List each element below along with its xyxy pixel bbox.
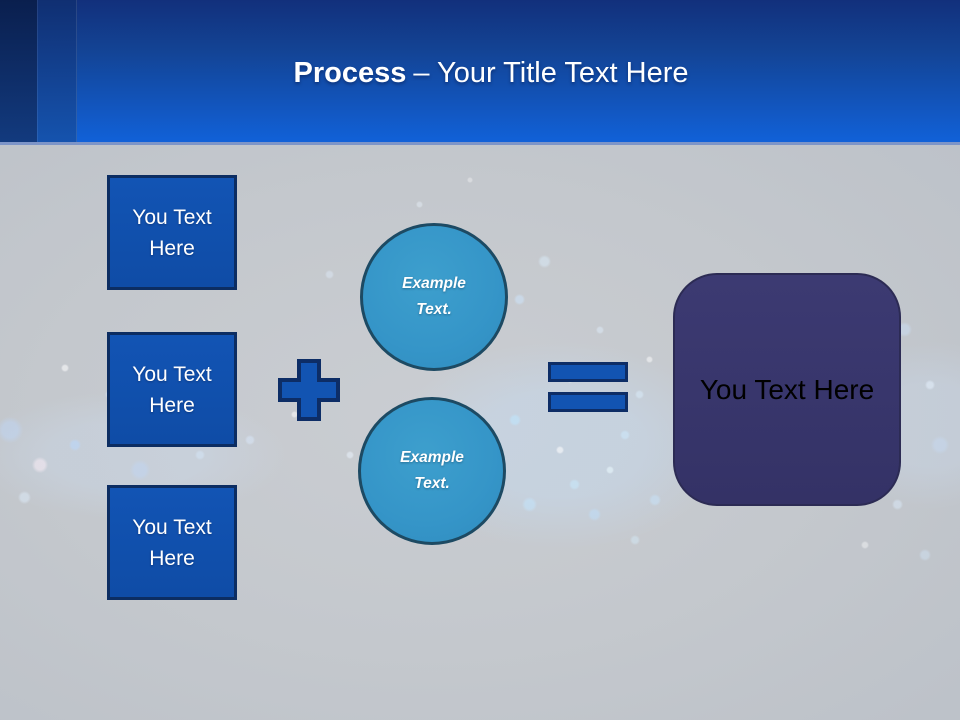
slide-title: Process– Your Title Text Here — [0, 57, 960, 90]
equals-bar-top — [548, 362, 628, 382]
example-circle-2-line2: Text. — [414, 475, 450, 492]
example-circle-1: Example Text. — [360, 223, 508, 371]
input-box-2: You Text Here — [107, 332, 237, 447]
equals-bar-bottom — [548, 392, 628, 412]
slide-title-subtitle: – Your Title Text Here — [413, 57, 689, 89]
plus-icon — [278, 359, 340, 421]
input-box-1: You Text Here — [107, 175, 237, 290]
input-box-3-label: You Text Here — [132, 515, 212, 570]
slide-title-keyword: Process — [293, 57, 407, 89]
example-circle-1-line2: Text. — [416, 301, 452, 318]
result-box: You Text Here — [673, 273, 901, 506]
equals-icon — [548, 362, 628, 412]
input-box-1-label: You Text Here — [132, 205, 212, 260]
input-box-3: You Text Here — [107, 485, 237, 600]
slide-header: Process– Your Title Text Here — [0, 0, 960, 145]
result-box-label: You Text Here — [699, 373, 875, 405]
example-circle-2: Example Text. — [358, 397, 506, 545]
example-circle-2-line1: Example — [400, 449, 464, 466]
example-circle-1-line1: Example — [402, 275, 466, 292]
input-box-2-label: You Text Here — [132, 362, 212, 417]
